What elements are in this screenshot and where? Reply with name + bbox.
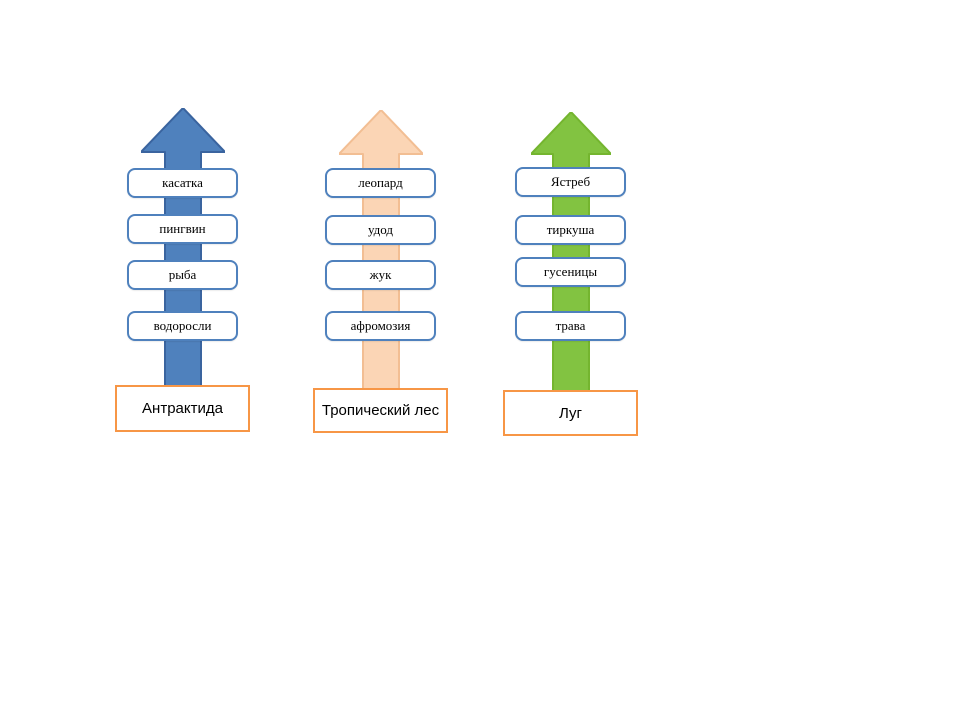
base-box: Луг: [503, 390, 638, 436]
item-label: пингвин: [159, 221, 206, 236]
item-label: удод: [367, 222, 394, 237]
item-box: гусеницы: [515, 257, 626, 287]
base-box: Антрактида: [115, 385, 250, 432]
item-box: леопард: [325, 168, 436, 198]
up-arrow-shape: [530, 112, 611, 392]
item-label: водоросли: [153, 318, 212, 333]
item-label: тиркуша: [546, 222, 595, 237]
up-arrow: [140, 108, 225, 390]
item-label: гусеницы: [543, 264, 598, 279]
base-box: Тропический лес: [313, 388, 448, 433]
item-label: Ястреб: [550, 174, 591, 189]
item-label: жук: [369, 267, 392, 282]
base-label: Луг: [559, 404, 582, 422]
item-label: трава: [555, 318, 586, 333]
up-arrow-shape: [338, 110, 423, 390]
item-box: удод: [325, 215, 436, 245]
item-box: касатка: [127, 168, 238, 198]
item-label: леопард: [358, 175, 403, 190]
base-label: Тропический лес: [321, 402, 440, 419]
item-box: жук: [325, 260, 436, 290]
item-box: Ястреб: [515, 167, 626, 197]
up-arrow-shape: [140, 108, 225, 390]
item-box: пингвин: [127, 214, 238, 244]
item-label: рыба: [168, 267, 197, 282]
item-box: трава: [515, 311, 626, 341]
item-box: рыба: [127, 260, 238, 290]
item-label: афромозия: [350, 318, 411, 333]
item-box: тиркуша: [515, 215, 626, 245]
item-box: афромозия: [325, 311, 436, 341]
food-chain-antarctica: касатка пингвин рыба водоросли Антрактид…: [115, 0, 250, 440]
item-box: водоросли: [127, 311, 238, 341]
food-chain-meadow: Ястреб тиркуша гусеницы трава Луг: [503, 0, 638, 440]
up-arrow: [530, 112, 611, 392]
base-label: Антрактида: [142, 400, 223, 417]
food-chain-tropical-forest: леопард удод жук афромозия Тропический л…: [313, 0, 448, 440]
up-arrow: [338, 110, 423, 390]
item-label: касатка: [162, 175, 203, 190]
